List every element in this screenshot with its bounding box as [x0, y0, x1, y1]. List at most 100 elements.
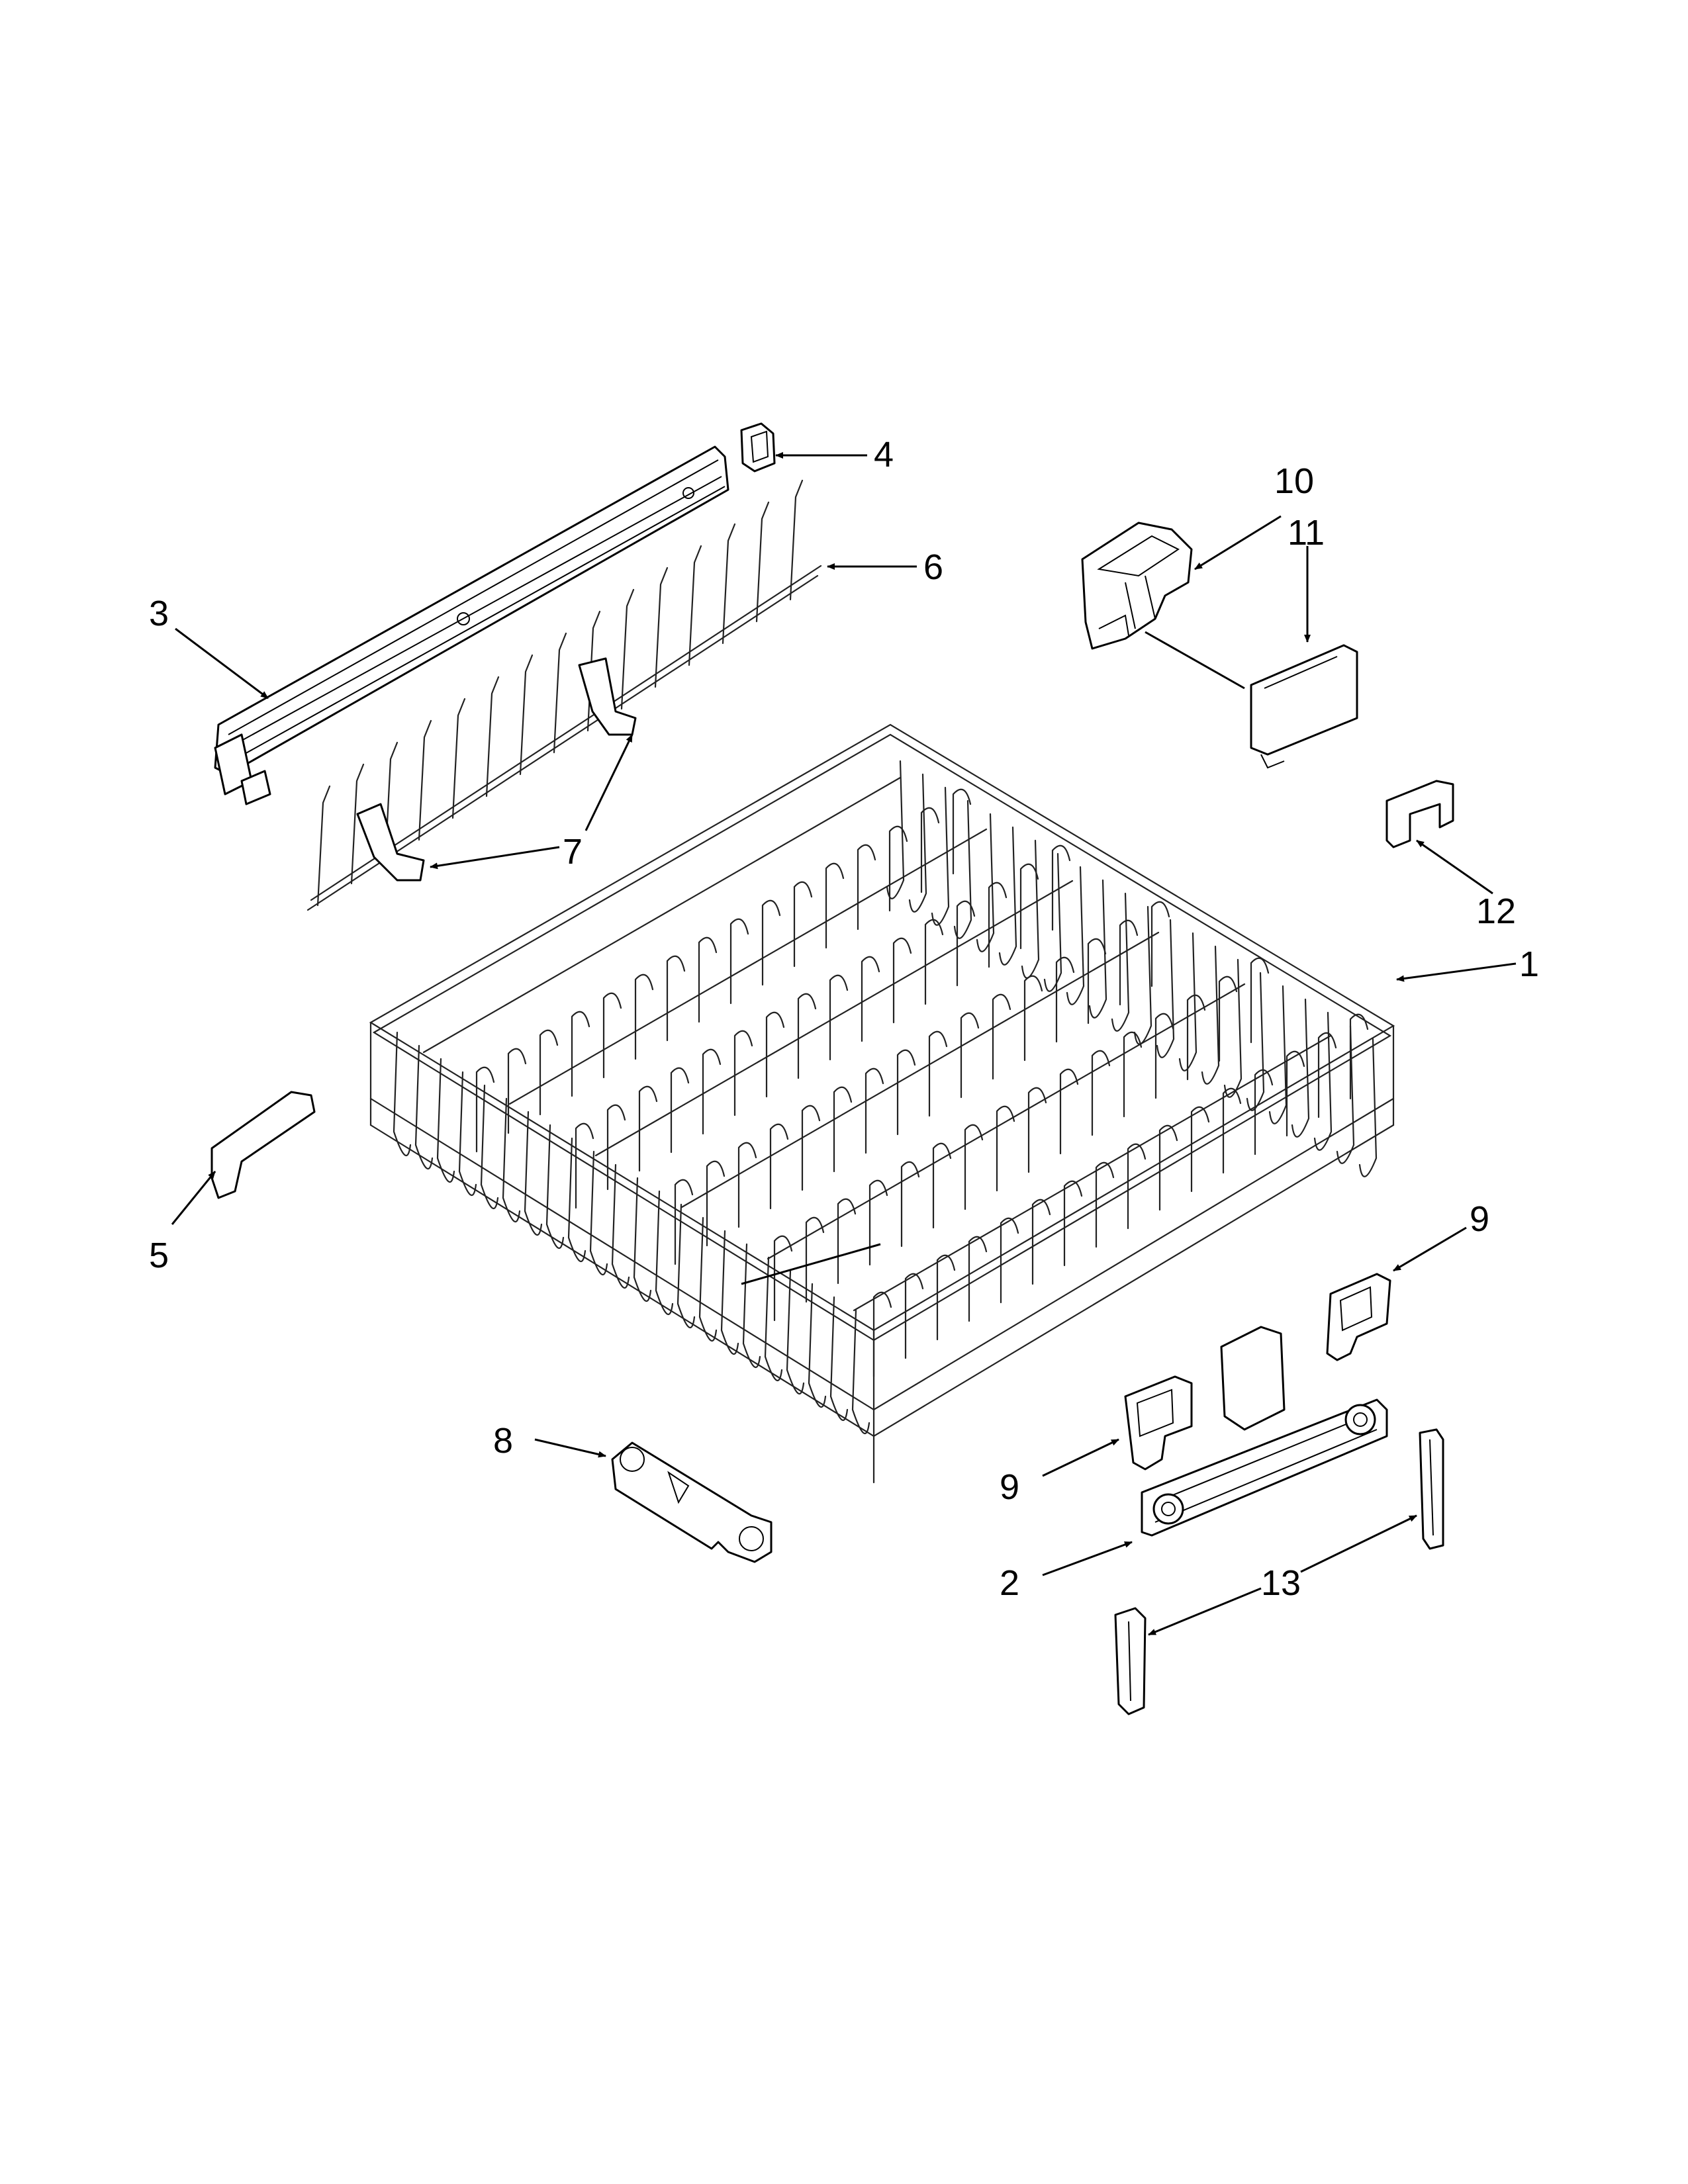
callout-6: 6 [923, 547, 943, 587]
tine [722, 523, 736, 645]
rack-bar [508, 828, 988, 1105]
callout-3: 3 [149, 594, 169, 633]
tine-rack [706, 1160, 726, 1247]
rack-wire [976, 813, 995, 952]
tine [350, 763, 365, 885]
post-part-13-right [1419, 1428, 1444, 1550]
tine-row-part-6 [306, 479, 822, 911]
rack-wire [1313, 1011, 1333, 1151]
clip-part-12 [1385, 780, 1454, 848]
tine-rack [936, 1254, 956, 1341]
adjuster-part-2 [1141, 1326, 1388, 1537]
tine-rack [924, 919, 944, 1005]
cover-part-11 [1250, 644, 1358, 769]
tine-rack [702, 1048, 722, 1135]
tine-rack [797, 993, 817, 1079]
rack-wire [886, 760, 905, 899]
tine-rack [507, 1048, 527, 1134]
rack-wire [633, 1177, 652, 1302]
tine [553, 632, 567, 754]
tine-rack [670, 1067, 690, 1154]
callout-7: 7 [563, 832, 583, 872]
rack-wire [1178, 932, 1197, 1071]
tine-rack [1254, 1069, 1274, 1156]
rack-wire [720, 1230, 739, 1355]
tine-rack [956, 900, 976, 987]
tine-rack [833, 1086, 853, 1173]
tine-rack [1059, 1068, 1079, 1155]
tine [519, 654, 534, 776]
tine-rack [872, 1291, 892, 1378]
tine-rack [602, 992, 622, 1079]
tine-rack [928, 1030, 948, 1117]
tine-rack [1349, 1013, 1369, 1100]
tine [620, 588, 635, 710]
rack-wire [1156, 919, 1175, 1058]
rack-wire [1291, 998, 1310, 1138]
rack-wire [1268, 985, 1288, 1124]
rack-wire [786, 1269, 805, 1394]
rack-wire [545, 1124, 565, 1249]
tine-rack [920, 807, 940, 893]
rack-bar [594, 880, 1074, 1157]
rack-bar [422, 776, 902, 1054]
rack-wire [1066, 866, 1085, 1005]
tine-rack [638, 1085, 658, 1172]
tine-rack [765, 1011, 785, 1098]
rack-bar [680, 931, 1160, 1208]
wheel-housing-part-8 [611, 1441, 773, 1563]
tine-rack [1127, 1143, 1147, 1230]
callout-4: 4 [874, 435, 894, 475]
rack-wire [851, 1309, 870, 1434]
tine-rack [1051, 844, 1071, 931]
tine-rack [1286, 1050, 1305, 1137]
tine-rack [904, 1273, 924, 1359]
rack-wire [908, 773, 927, 913]
tine-rack [992, 993, 1011, 1080]
tine-rack [1063, 1180, 1083, 1267]
tine-rack [964, 1124, 984, 1210]
tine [789, 479, 804, 601]
tine-rack [733, 1030, 753, 1116]
rack-wire [414, 1044, 434, 1169]
tine-rack [698, 936, 718, 1023]
tine-rack [861, 956, 880, 1042]
tine-rack [571, 1011, 590, 1097]
tine-rack [1019, 863, 1039, 950]
callout-9-lower: 9 [1000, 1467, 1019, 1507]
tine-rack [761, 899, 781, 986]
tine-rack [793, 881, 813, 968]
rack-wire [1358, 1038, 1378, 1177]
callout-5: 5 [149, 1236, 169, 1275]
tine-rack [868, 1179, 888, 1266]
rack-wire [480, 1084, 499, 1209]
tine-rack [1055, 956, 1075, 1043]
tine-rack [1190, 1106, 1210, 1193]
tine-rack [932, 1142, 952, 1229]
rack-wire [524, 1111, 543, 1236]
tine-rack [1218, 976, 1238, 1062]
tine-rack [805, 1216, 825, 1303]
tine [688, 545, 702, 666]
rack-wire [436, 1058, 455, 1183]
clip-part-9-upper [1326, 1273, 1391, 1361]
rack-part-1 [369, 723, 1395, 1484]
callout-1: 1 [1519, 944, 1539, 984]
rack-wire [655, 1190, 674, 1315]
callout-10: 10 [1274, 461, 1314, 501]
rack-wire [677, 1203, 696, 1328]
tine-rack [888, 825, 908, 912]
rack-wire [1246, 972, 1265, 1111]
tine-rack [1317, 1032, 1337, 1118]
tine-rack [634, 974, 654, 1060]
tine-rack [769, 1123, 789, 1210]
tine [451, 698, 466, 819]
tine-rack [1150, 901, 1170, 987]
tine-rack [1087, 938, 1107, 1024]
rack-wire [567, 1137, 586, 1262]
tine-rack [960, 1012, 980, 1099]
tine-rack [737, 1142, 757, 1228]
rack-wire [808, 1283, 827, 1408]
rack-wire [829, 1296, 849, 1421]
